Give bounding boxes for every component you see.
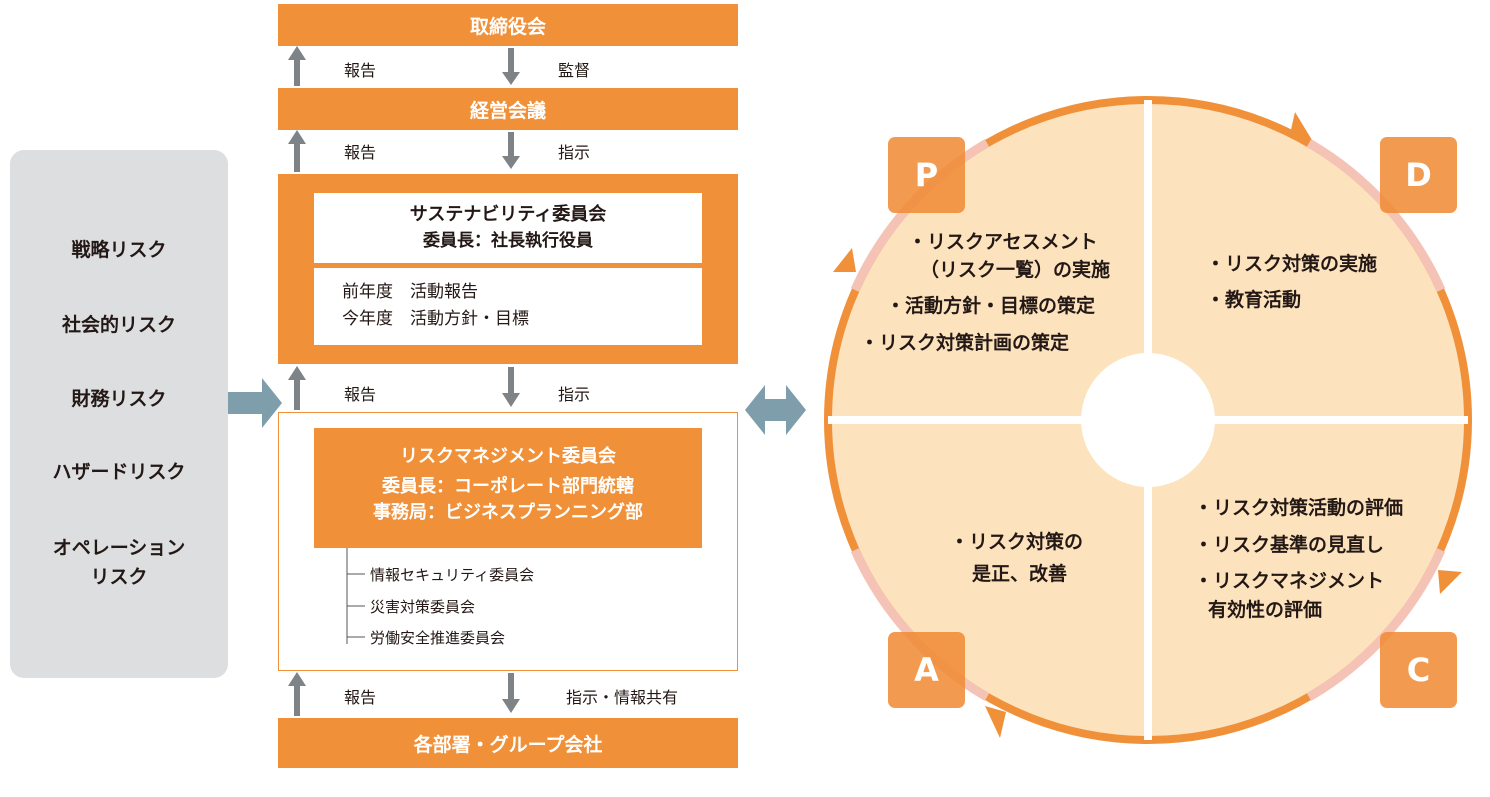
do-item: ・教育活動 — [1206, 289, 1302, 311]
act-item: 是正、改善 — [972, 563, 1068, 585]
arrowhead-icon — [833, 248, 856, 272]
act-item: ・リスク対策の — [950, 531, 1084, 553]
up-arrow-icon — [288, 46, 306, 86]
exec-meeting-box: 経営会議 — [278, 88, 738, 130]
check-item: ・リスクマネジメント — [1194, 570, 1385, 592]
risk-hazard: ハザードリスク — [52, 461, 186, 483]
risk-committee-chair: 委員長：コーポレート部門統轄 — [382, 476, 634, 497]
up-arrow-icon — [288, 366, 306, 410]
do-item: ・リスク対策の実施 — [1206, 253, 1378, 275]
flow-arrows — [288, 46, 520, 716]
risk-strategic: 戦略リスク — [71, 239, 167, 261]
subcommittee-safety: 労働安全推進委員会 — [370, 629, 506, 647]
report-label: 報告 — [344, 143, 377, 162]
plan-item: ・活動方針・目標の策定 — [886, 295, 1096, 317]
risk-committee-secretariat: 事務局：ビジネスプランニング部 — [373, 502, 643, 523]
down-arrow-icon — [502, 48, 520, 85]
do-badge: D — [1380, 137, 1457, 213]
plan-item: ・リスク対策計画の策定 — [860, 332, 1070, 354]
subcommittee-infosec: 情報セキュリティ委員会 — [370, 566, 535, 584]
sustainability-title: サステナビリティ委員会 — [409, 204, 607, 225]
plan-badge: P — [888, 137, 965, 213]
down-arrow-icon — [502, 673, 520, 713]
risk-operation-line1: オペレーション — [52, 537, 186, 559]
arrowhead-icon — [985, 706, 1006, 738]
risk-committee-frame — [278, 412, 738, 671]
check-item: ・リスク対策活動の評価 — [1194, 497, 1404, 519]
plan-item: （リスク一覧）の実施 — [920, 259, 1111, 281]
report-label: 報告 — [344, 688, 377, 707]
center-hole — [1081, 353, 1215, 487]
risk-operation-line2: リスク — [90, 566, 148, 588]
up-arrow-icon — [288, 672, 306, 716]
act-badge: A — [888, 632, 965, 708]
up-arrow-icon — [288, 130, 306, 172]
check-badge: C — [1380, 632, 1457, 708]
risk-categories-box: 戦略リスク 社会的リスク 財務リスク ハザードリスク オペレーション リスク — [10, 150, 228, 678]
instruct-label: 指示 — [558, 385, 591, 404]
arrowhead-icon — [1438, 570, 1462, 594]
board-box: 取締役会 — [278, 4, 738, 46]
risk-committee-title: リスクマネジメント委員会 — [400, 446, 616, 467]
right-arrow-icon — [228, 378, 282, 428]
sustainability-committee-box: サステナビリティ委員会 委員長：社長執行役員 前年度 活動報告 今年度 活動方針… — [278, 174, 738, 364]
report-label: 報告 — [344, 385, 377, 404]
double-arrow-icon — [745, 385, 806, 435]
departments-box: 各部署・グループ会社 — [278, 718, 738, 768]
report-label: 報告 — [344, 61, 377, 80]
subcommittee-disaster: 災害対策委員会 — [370, 598, 476, 616]
sustainability-chair: 委員長：社長執行役員 — [423, 231, 593, 251]
this-year-policy: 今年度 活動方針・目標 — [342, 309, 529, 329]
down-arrow-icon — [502, 132, 520, 169]
arrowhead-icon — [1290, 112, 1312, 140]
risk-social: 社会的リスク — [61, 314, 176, 336]
check-item: ・リスク基準の見直し — [1194, 534, 1385, 556]
plan-item: ・リスクアセスメント — [908, 231, 1098, 253]
cycle-arrowheads — [833, 112, 1462, 738]
instruct-label: 指示 — [558, 143, 591, 162]
risk-committee-box: リスクマネジメント委員会 委員長：コーポレート部門統轄 事務局：ビジネスプランニ… — [314, 428, 702, 548]
tree-lines — [346, 548, 365, 644]
check-item: 有効性の評価 — [1208, 599, 1323, 621]
supervise-label: 監督 — [558, 61, 591, 80]
down-arrow-icon — [502, 367, 520, 407]
instruct-share-label: 指示・情報共有 — [566, 688, 679, 707]
risk-financial: 財務リスク — [71, 388, 167, 410]
prev-year-report: 前年度 活動報告 — [342, 282, 478, 302]
